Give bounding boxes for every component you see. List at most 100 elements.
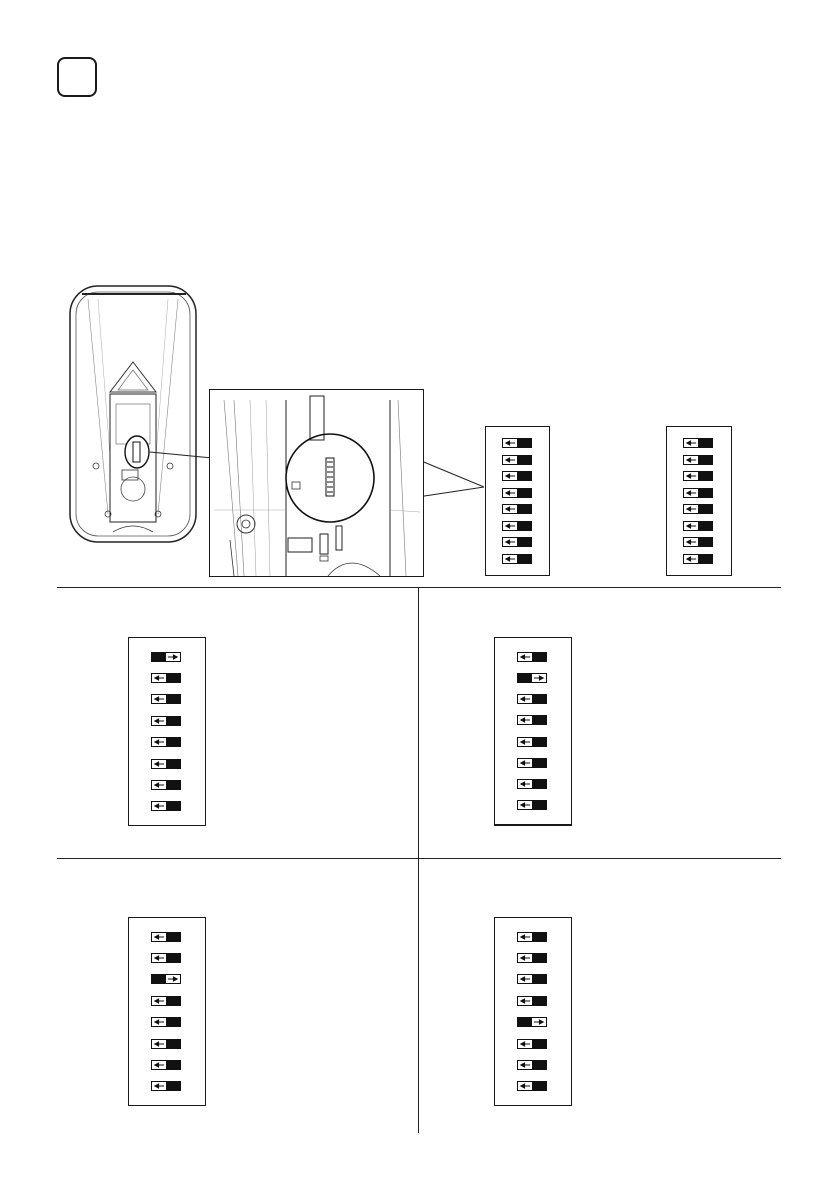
- dip-switch-5: [517, 1017, 547, 1027]
- dip-switch-1: [151, 652, 181, 662]
- dip-switch-2: [517, 953, 547, 963]
- dip-switch-3: [517, 974, 547, 984]
- dip-switch-8: [517, 800, 547, 810]
- dip-switch-3: [517, 694, 547, 704]
- grid-divider-vertical: [418, 587, 419, 1133]
- dip-switch-5: [151, 1017, 181, 1027]
- dip-switch-4: [151, 716, 181, 726]
- dip-switch-3: [502, 471, 532, 481]
- dip-switch-knob: [166, 695, 180, 703]
- config-switch-bank-3: [128, 917, 206, 1106]
- dip-switch-knob: [532, 738, 546, 746]
- arrow-right-icon: [532, 674, 546, 682]
- dip-switch-knob: [698, 505, 712, 513]
- arrow-left-icon: [152, 1082, 166, 1090]
- arrow-left-icon: [684, 472, 698, 480]
- arrow-left-icon: [518, 695, 532, 703]
- dip-switch-5: [683, 504, 713, 514]
- arrow-left-icon: [684, 456, 698, 464]
- dip-switch-8: [517, 1081, 547, 1091]
- dip-switch-knob: [532, 997, 546, 1005]
- dip-switch-knob: [532, 1082, 546, 1090]
- arrow-left-icon: [503, 439, 517, 447]
- arrow-left-icon: [152, 1018, 166, 1026]
- dip-switch-knob: [517, 439, 531, 447]
- arrow-left-icon: [518, 716, 532, 724]
- arrow-left-icon: [152, 781, 166, 789]
- arrow-right-icon: [166, 975, 180, 983]
- dip-switch-8: [151, 801, 181, 811]
- dip-switch-knob: [166, 738, 180, 746]
- dip-switch-3: [683, 471, 713, 481]
- dip-switch-knob: [166, 997, 180, 1005]
- dip-switch-8: [683, 554, 713, 564]
- dip-switch-knob: [698, 538, 712, 546]
- dip-switch-4: [683, 488, 713, 498]
- dip-switch-knob: [166, 1018, 180, 1026]
- dip-switch-knob: [532, 653, 546, 661]
- arrow-left-icon: [152, 738, 166, 746]
- config-switch-bank-2: [494, 637, 572, 826]
- arrow-left-icon: [518, 780, 532, 788]
- dip-switch-knob: [517, 522, 531, 530]
- dip-switch-knob: [698, 456, 712, 464]
- dip-switch-knob: [532, 759, 546, 767]
- dip-switch-4: [151, 996, 181, 1006]
- circuit-zoom-panel: [209, 389, 424, 577]
- dip-switch-knob: [166, 802, 180, 810]
- dip-switch-2: [502, 455, 532, 465]
- dip-switch-knob: [166, 760, 180, 768]
- arrow-left-icon: [684, 555, 698, 563]
- dip-switch-knob: [532, 954, 546, 962]
- dip-switch-knob: [532, 1061, 546, 1069]
- arrow-left-icon: [152, 802, 166, 810]
- dip-switch-knob: [166, 1061, 180, 1069]
- dip-switch-3: [151, 694, 181, 704]
- dip-switch-6: [683, 521, 713, 531]
- arrow-left-icon: [503, 555, 517, 563]
- dip-switch-knob: [166, 781, 180, 789]
- dip-switch-knob: [166, 1040, 180, 1048]
- arrow-left-icon: [503, 522, 517, 530]
- dip-switch-7: [683, 537, 713, 547]
- arrow-left-icon: [152, 997, 166, 1005]
- dip-switch-knob: [532, 780, 546, 788]
- dip-switch-knob: [518, 674, 532, 682]
- dip-switch-knob: [532, 975, 546, 983]
- dip-switch-knob: [698, 472, 712, 480]
- reference-switch-bank-right: [666, 426, 732, 576]
- arrow-left-icon: [518, 759, 532, 767]
- arrow-left-icon: [518, 1040, 532, 1048]
- arrow-left-icon: [503, 489, 517, 497]
- dip-switch-knob: [698, 522, 712, 530]
- dip-switch-2: [151, 673, 181, 683]
- dip-switch-knob: [166, 674, 180, 682]
- arrow-left-icon: [684, 505, 698, 513]
- circuit-board-illustration: [210, 390, 423, 576]
- dip-switch-knob: [517, 555, 531, 563]
- arrow-left-icon: [684, 439, 698, 447]
- arrow-left-icon: [518, 801, 532, 809]
- dip-switch-5: [151, 737, 181, 747]
- grid-divider-middle: [57, 858, 781, 859]
- dip-switch-knob: [517, 456, 531, 464]
- arrow-left-icon: [518, 997, 532, 1005]
- dip-switch-knob: [532, 695, 546, 703]
- dip-switch-8: [502, 554, 532, 564]
- dip-switch-knob: [532, 801, 546, 809]
- dip-switch-knob: [517, 538, 531, 546]
- dip-switch-2: [151, 953, 181, 963]
- arrow-left-icon: [152, 954, 166, 962]
- dip-switch-6: [517, 1039, 547, 1049]
- dip-switch-knob: [698, 439, 712, 447]
- arrow-left-icon: [518, 653, 532, 661]
- arrow-left-icon: [518, 933, 532, 941]
- dip-switch-7: [517, 1060, 547, 1070]
- dip-switch-7: [151, 780, 181, 790]
- dip-switch-6: [517, 758, 547, 768]
- dip-switch-4: [517, 715, 547, 725]
- dip-switch-knob: [698, 489, 712, 497]
- grid-divider-top: [57, 587, 781, 588]
- dip-switch-4: [502, 488, 532, 498]
